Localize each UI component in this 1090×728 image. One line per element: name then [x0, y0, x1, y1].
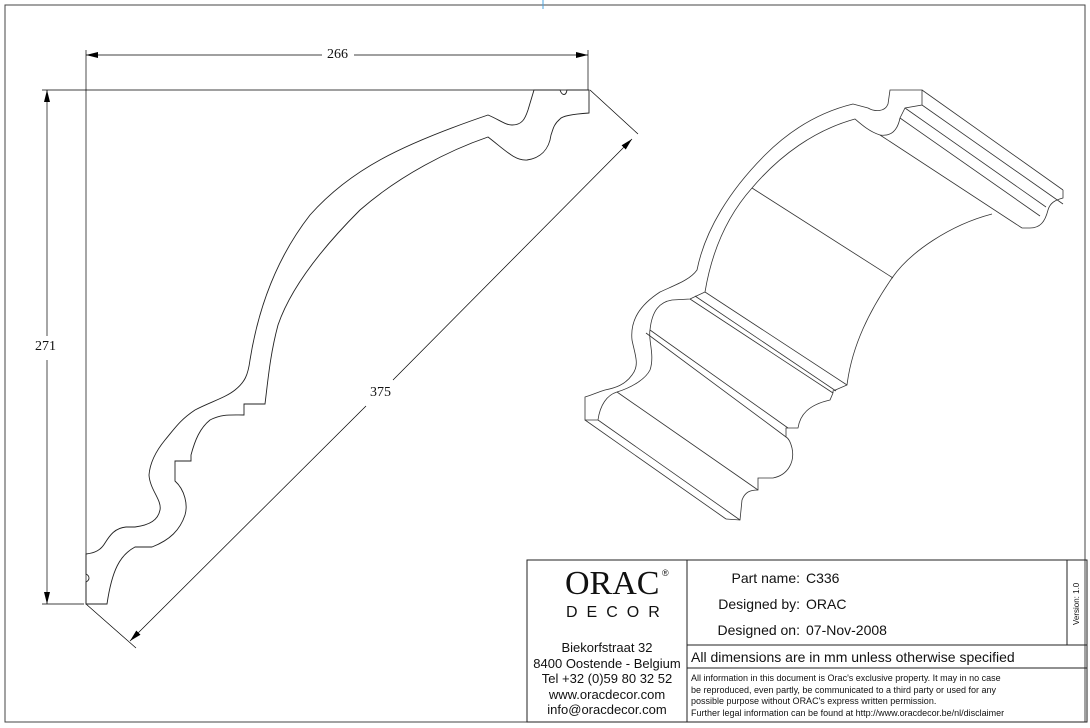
- logo-orac: ORAC: [565, 567, 659, 601]
- company-address: Biekorfstraat 32 8400 Oostende - Belgium…: [528, 640, 686, 718]
- units-note: All dimensions are in mm unless otherwis…: [691, 649, 1015, 665]
- address-website: www.oracdecor.com: [548, 686, 666, 702]
- dimension-diagonal: 375: [370, 385, 391, 400]
- address-email: info@oracdecor.com: [547, 702, 667, 717]
- address-street: Biekorfstraat 32: [561, 640, 653, 655]
- registered-mark: ®: [662, 568, 669, 578]
- part-name-label: Part name:: [731, 570, 800, 586]
- designed-by-label: Designed by:: [718, 596, 800, 612]
- isometric-view: [584, 89, 1064, 521]
- legal-line: Further legal information can be found a…: [691, 707, 1005, 718]
- dimension-lines: [42, 50, 639, 649]
- legal-line: possible purpose without ORAC's express …: [691, 696, 937, 706]
- legal-line: All information in this document is Orac…: [691, 673, 1001, 683]
- designed-on-label: Designed on:: [717, 622, 800, 638]
- logo-name: ORAC: [565, 565, 660, 602]
- designed-by-value: ORAC: [806, 596, 847, 612]
- page-border: [4, 4, 1086, 723]
- profile-section: [85, 89, 590, 605]
- dimension-width: 266: [327, 47, 348, 62]
- legal-line: be reproduced, even partly, be communica…: [691, 684, 997, 695]
- part-name-value: C336: [806, 570, 840, 586]
- logo-decor: DECOR: [566, 604, 669, 621]
- address-city: 8400 Oostende - Belgium: [533, 655, 681, 671]
- version-label: Version: 1.0: [1072, 582, 1081, 625]
- designed-on-value: 07-Nov-2008: [806, 622, 887, 638]
- legal-notice: All information in this document is Orac…: [691, 673, 1004, 719]
- title-block-frame: [526, 559, 1088, 723]
- address-phone: Tel +32 (0)59 80 32 52: [541, 671, 673, 686]
- dimension-height: 271: [35, 339, 56, 355]
